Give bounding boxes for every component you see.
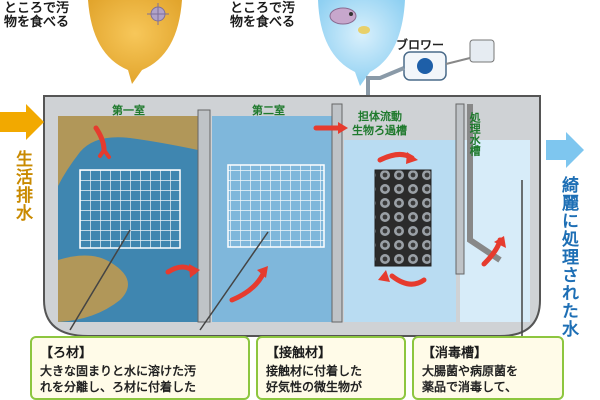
contact-media-block [374,169,432,267]
callout-title: 【ろ材】 [40,346,93,361]
microbe-icon [147,3,169,25]
right-bubble-text: ところで汚 物を食べる [230,1,296,30]
callout-body: 大腸菌や病原菌を 薬品で消毒して、 [422,364,519,395]
callout-contact-media: 【接触材】 接触材に付着した 好気性の微生物が [256,336,406,400]
callout-title: 【消毒槽】 [422,346,488,361]
room-3-label-line1: 担体流動 [358,110,402,123]
input-label: 生活排水 [12,150,32,222]
room-3-label-line2: 生物ろ過槽 [352,124,407,137]
output-arrow [546,132,584,168]
output-label: 綺麗に処理された水 [558,176,578,338]
callout-title: 【接触材】 [266,346,332,361]
filter-media-2 [227,164,325,248]
room-2-label: 第二室 [252,104,285,117]
callout-body: 接触材に付着した 好気性の微生物が [266,364,363,395]
callout-body: 大きな固まりと水に溶けた汚 れを分離し、ろ材に付着した [40,364,197,395]
room-4-label: 処理水槽 [468,112,482,156]
protozoa-icon [329,7,370,34]
input-arrow [0,104,44,140]
left-bubble-text: ところで汚 物を食べる [4,1,70,30]
callout-filter-media: 【ろ材】 大きな固まりと水に溶けた汚 れを分離し、ろ材に付着した [30,336,250,400]
blower-icon [366,39,495,100]
flow-arrows [93,125,503,303]
blower-label: ブロワー [396,38,445,52]
room-1-label: 第一室 [112,104,145,117]
filter-media-1 [79,169,181,249]
left-bubble [88,0,182,84]
callout-disinfection: 【消毒槽】 大腸菌や病原菌を 薬品で消毒して、 [412,336,564,400]
